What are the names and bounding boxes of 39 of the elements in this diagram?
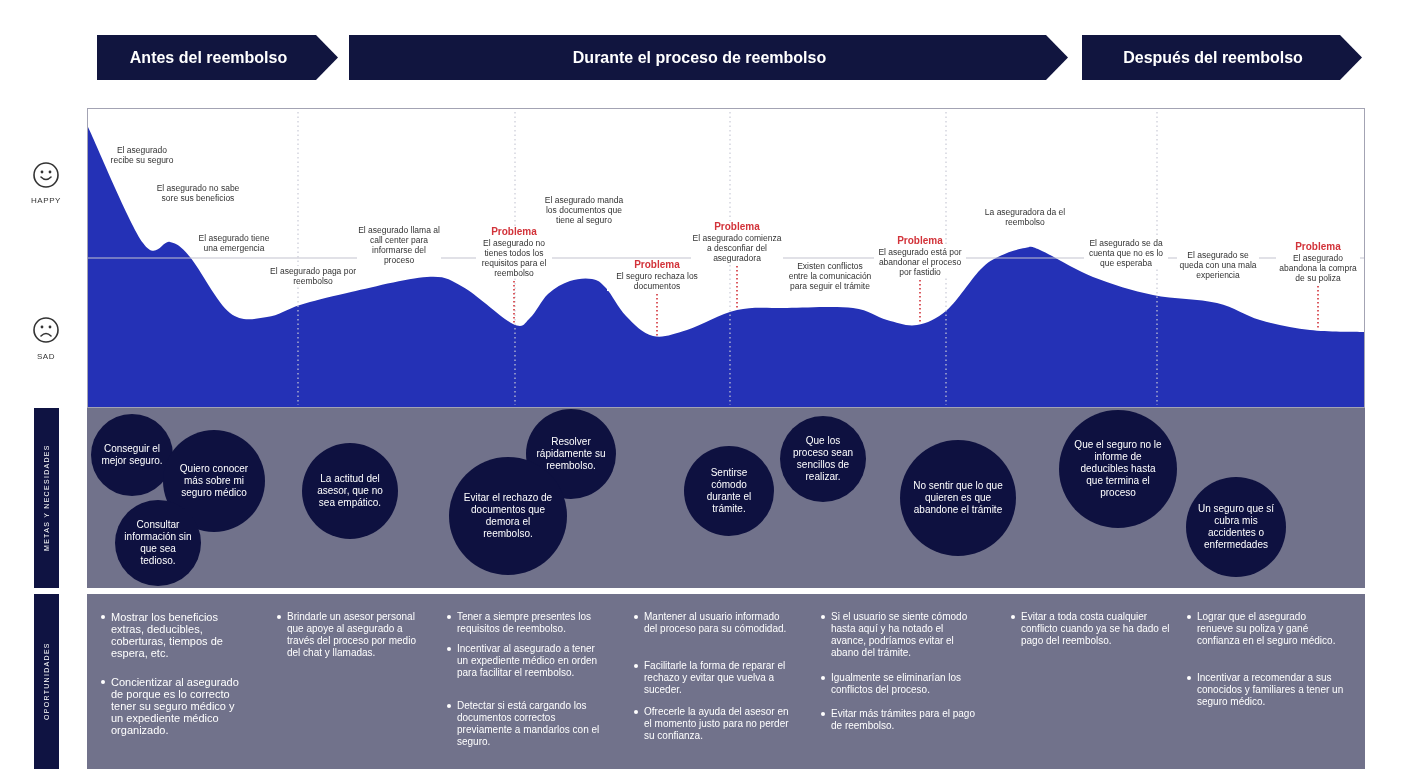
- opportunity-item: Detectar si está cargando los documentos correctos previamente a mandarlos con el seguro.: [447, 700, 607, 748]
- journey-step-note: Existen conflictos entre la comunicación para seguir el trámite: [787, 261, 873, 291]
- mood-label: SAD: [36, 352, 56, 361]
- mood-label: HAPPY: [30, 196, 62, 205]
- phase-banner: Antes del reembolso: [97, 35, 338, 80]
- problem-description: El asegurado abandona la compra de su poliza: [1276, 253, 1360, 283]
- problem-heading: Problema: [897, 235, 943, 247]
- opportunity-item: Mantener al usuario informado del proceso para su cómodidad.: [634, 611, 792, 635]
- opportunity-item: Evitar más trámites para el pago de reembolso.: [821, 708, 981, 732]
- phase-banner: Después del reembolso: [1082, 35, 1362, 80]
- journey-step-note: El asegurado se da cuenta que no es lo que esperaba: [1084, 238, 1168, 268]
- leader-line: [736, 265, 738, 311]
- journey-step-note: El asegurado manda los documentos que tiene al seguro: [543, 195, 625, 225]
- problem-description: El asegurado no tienes todos los requisitos para el reembolso: [476, 238, 552, 278]
- phase-banner: Durante el proceso de reembolso: [349, 35, 1068, 80]
- journey-step-note: El asegurado llama al call center para informarse del proceso: [357, 225, 441, 265]
- opportunity-item: Ofrecerle la ayuda del asesor en el momento justo para no perder su confianza.: [634, 706, 792, 742]
- opportunity-item: Evitar a toda costa cualquier conflicto cuando ya se ha dado el pago del reembolso.: [1011, 611, 1171, 647]
- opportunity-item: Incentivar a recomendar a sus conocidos y familiares a tener un seguro médico.: [1187, 672, 1347, 708]
- opportunity-item: Si el usuario se siente cómodo hasta aquí y ha notado el avance, podríamos evitar el abano del trámite.: [821, 611, 981, 659]
- opportunity-item: Tener a siempre presentes los requisitos de reembolso.: [447, 611, 607, 635]
- opportunity-item: Concientizar al asegurado de porque es lo correcto tener su seguro médico y un expediente médico organizado.: [101, 676, 246, 736]
- leader-line: [1317, 285, 1319, 331]
- opportunity-item: Brindarle un asesor personal que apoye al asegurado a través del proceso por medio del chat y llamadas.: [277, 611, 432, 659]
- leader-line: [513, 280, 515, 326]
- problem-description: El asegurado está por abandonar el proceso por fastidio: [874, 247, 966, 277]
- problem-heading: Problema: [491, 226, 537, 238]
- journey-step-note: El asegurado se queda con una mala experiencia: [1177, 250, 1259, 280]
- opportunity-item: Igualmente se eliminarían los conflictos del proceso.: [821, 672, 981, 696]
- problem-heading: Problema: [714, 221, 760, 233]
- opportunity-item: Facilitarle la forma de reparar el rechazo y evitar que vuelva a suceder.: [634, 660, 792, 696]
- problem-description: El asegurado comienza a desconfiar del aseguradora: [691, 233, 783, 263]
- problem-heading: Problema: [634, 259, 680, 271]
- leader-line: [656, 293, 658, 337]
- opportunity-item: Mostrar los beneficios extras, deducibles, coberturas, tiempos de espera, etc.: [101, 611, 246, 659]
- leader-line: [919, 279, 921, 324]
- opportunity-item: Lograr que el asegurado renueve su poliza y gané confianza en el seguro médico.: [1187, 611, 1343, 647]
- problem-heading: Problema: [1295, 241, 1341, 253]
- opportunity-item: Incentivar al asegurado a tener un expediente médico en orden para facilitar el reembolso.: [447, 643, 607, 679]
